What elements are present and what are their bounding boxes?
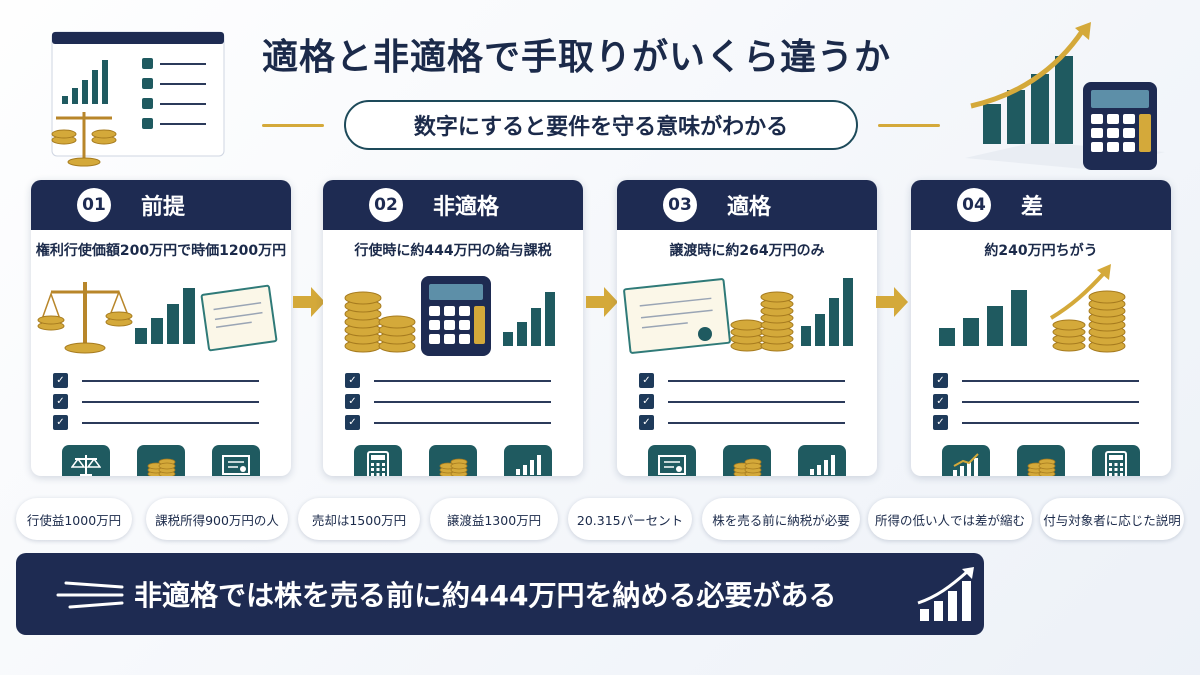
bar-chart-icon [503,445,552,476]
checklist-item: ✓ [933,412,1149,433]
check-icon: ✓ [345,415,360,430]
checklist-item: ✓ [53,391,269,412]
icon-tiles [323,445,583,476]
check-icon: ✓ [933,394,948,409]
card-qualified: 03 適格 譲渡時に約264万円のみ ✓ ✓ ✓ [617,180,877,476]
card-number: 03 [663,188,697,222]
page-title: 適格と非適格で手取りがいくら違うか [262,37,892,78]
certificate-icon [648,445,697,476]
hero-document-illustration [51,31,225,167]
card-title: 適格 [727,195,772,220]
card-header: 03 適格 [617,180,877,230]
coins-icon [1016,445,1065,476]
check-icon: ✓ [933,373,948,388]
icon-tiles [617,445,877,476]
tag-pill: 行使益1000万円 [16,498,132,540]
checklist-item: ✓ [639,412,855,433]
check-icon: ✓ [933,415,948,430]
certificate-icon [211,445,260,476]
checklist-item: ✓ [345,412,561,433]
check-icon: ✓ [345,373,360,388]
subtitle-pill: 数字にすると要件を守る意味がわかる [344,100,858,150]
check-icon: ✓ [53,394,68,409]
card-number: 01 [77,188,111,222]
card-title: 差 [1021,195,1044,220]
scale-chart-certificate-illustration [37,282,278,354]
card-premise: 01 前提 権利行使価額200万円で時価1200万円 ✓ ✓ ✓ [31,180,291,476]
card-header: 02 非適格 [323,180,583,230]
checklist-item: ✓ [933,370,1149,391]
check-icon: ✓ [53,415,68,430]
coins-icon [136,445,185,476]
card-difference: 04 差 約240万円ちがう ✓ ✓ ✓ [911,180,1171,476]
checklist-item: ✓ [345,391,561,412]
icon-tiles [31,445,291,476]
conclusion-banner: 非適格では株を売る前に約444万円を納める必要がある [16,553,984,635]
calculator-icon [354,445,403,476]
card-title: 非適格 [433,195,500,220]
card-description: 行使時に約444万円の給与課税 [354,243,552,259]
card-number: 04 [957,188,991,222]
conclusion-text: 非適格では株を売る前に約444万円を納める必要がある [134,579,837,612]
tag-pill: 課税所得900万円の人 [146,498,288,540]
checklist-item: ✓ [639,391,855,412]
checklist: ✓ ✓ ✓ [617,370,877,433]
checklist-item: ✓ [53,370,269,391]
gold-divider-right [878,124,940,127]
tag-pill: 譲渡益1300万円 [430,498,558,540]
checklist-item: ✓ [639,370,855,391]
tag-pill: 所得の低い人では差が縮む [868,498,1032,540]
card-description: 譲渡時に約264万円のみ [669,243,825,259]
coins-icon [722,445,771,476]
icon-tiles [911,445,1171,476]
card-non-qualified: 02 非適格 行使時に約444万円の給与課税 ✓ ✓ ✓ [323,180,583,476]
growth-chart-icon [942,445,991,476]
arrow-right-icon [293,287,325,317]
growth-chart-icon [917,567,974,621]
growth-chart-coins-illustration [939,264,1126,353]
check-icon: ✓ [639,415,654,430]
arrow-right-icon [876,287,908,317]
calculator-icon [1091,445,1140,476]
coins-calculator-chart-illustration [344,276,555,356]
coins-icon [428,445,477,476]
checklist-item: ✓ [53,412,269,433]
card-description: 約240万円ちがう [984,243,1098,259]
checklist: ✓ ✓ ✓ [323,370,583,433]
check-icon: ✓ [639,394,654,409]
card-header: 04 差 [911,180,1171,230]
tag-pill: 売却は1500万円 [298,498,420,540]
arrow-right-icon [586,287,618,317]
tag-pill: 付与対象者に応じた説明 [1040,498,1184,540]
tag-pill: 20.315パーセント [568,498,692,540]
check-icon: ✓ [639,373,654,388]
bar-chart-icon [797,445,846,476]
card-number: 02 [369,188,403,222]
card-header: 01 前提 [31,180,291,230]
certificate-coins-chart-illustration [623,278,853,354]
check-icon: ✓ [345,394,360,409]
speed-lines-icon [56,581,124,609]
check-icon: ✓ [53,373,68,388]
checklist-item: ✓ [345,370,561,391]
card-title: 前提 [141,195,186,220]
checklist-item: ✓ [933,391,1149,412]
subtitle-wrap: 数字にすると要件を守る意味がわかる [262,98,940,152]
gold-divider-left [262,124,324,127]
hero-chart-calculator-illustration [965,22,1165,170]
scale-icon [62,445,111,476]
checklist: ✓ ✓ ✓ [911,370,1171,433]
checklist: ✓ ✓ ✓ [31,370,291,433]
tag-pill: 株を売る前に納税が必要 [702,498,860,540]
card-description: 権利行使価額200万円で時価1200万円 [35,243,287,259]
